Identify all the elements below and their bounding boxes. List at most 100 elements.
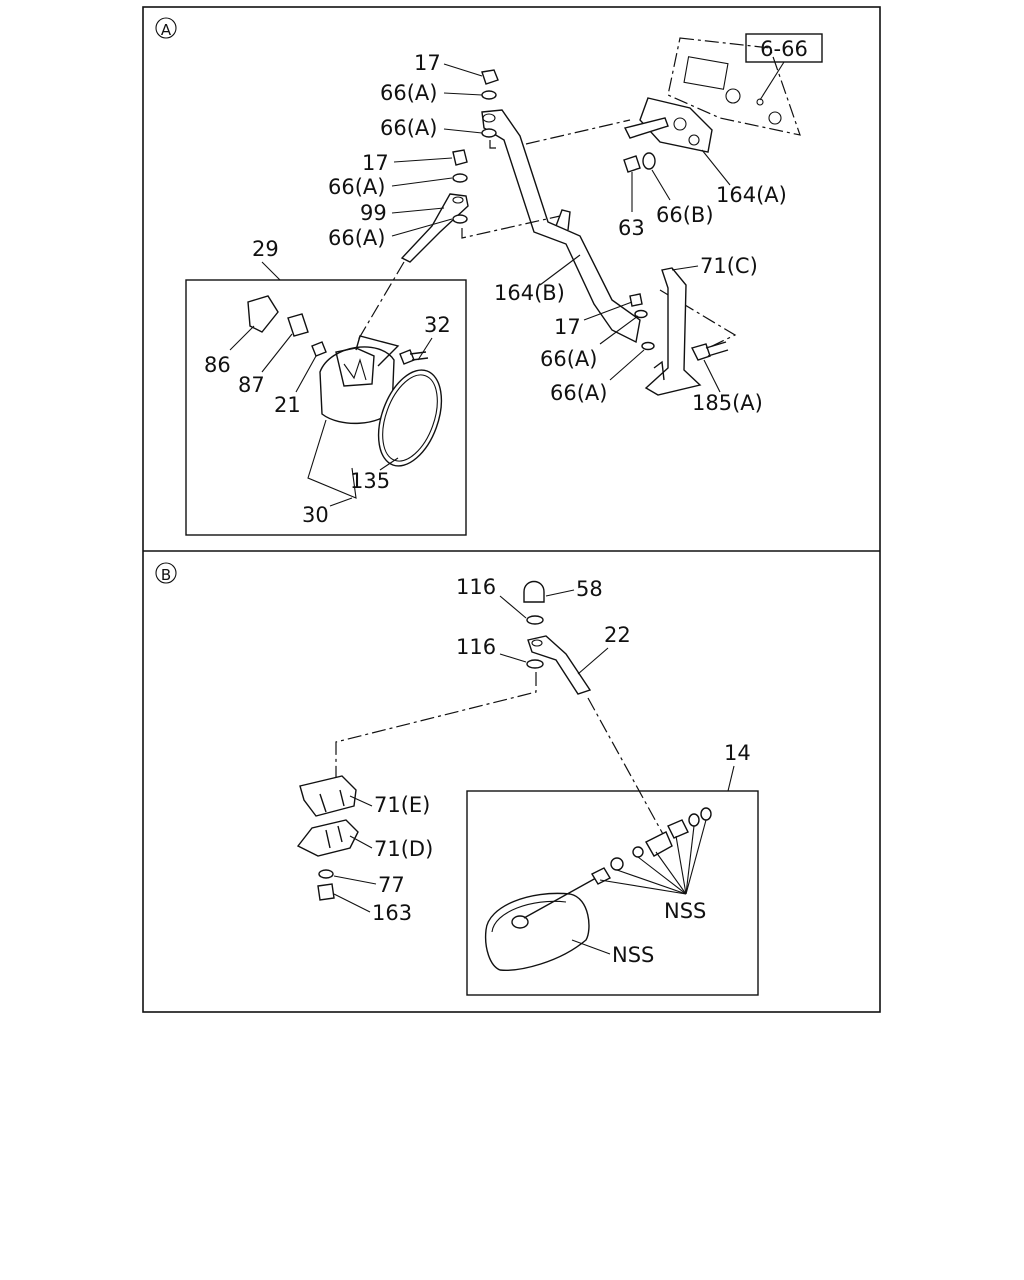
label-164a: 164(A) (716, 183, 787, 207)
leader (349, 795, 373, 807)
washer-116 (526, 615, 544, 625)
leader (539, 254, 581, 286)
leader (391, 218, 453, 237)
mirror-pivot (511, 915, 529, 929)
label-21: 21 (274, 393, 301, 417)
leader (571, 939, 611, 955)
stem-washer (700, 807, 712, 821)
leader (295, 355, 317, 393)
label-17-3: 17 (554, 315, 581, 339)
stud (623, 117, 669, 139)
stay-stud (555, 209, 571, 231)
arm-99 (400, 193, 469, 263)
label-66a-5: 66(A) (540, 347, 597, 371)
stay-hole (482, 113, 496, 123)
label-63: 63 (618, 216, 645, 240)
leader (499, 653, 527, 663)
label-116-1: 116 (456, 575, 496, 599)
leader (609, 349, 645, 381)
leader (727, 765, 735, 792)
arm-link (355, 335, 400, 367)
assembly-line (587, 697, 665, 837)
leader (391, 207, 445, 214)
mirror-edge (491, 900, 567, 933)
assembly-line (357, 261, 405, 341)
stay-164b (481, 109, 641, 344)
section-a-marker: A (161, 21, 172, 39)
label-6-66: 6-66 (760, 37, 808, 61)
leader (583, 301, 633, 321)
mirror-mount (335, 347, 375, 387)
section-a-marker-circle (155, 17, 177, 39)
leader (443, 128, 483, 134)
bracket-studs (319, 789, 345, 813)
bolt-head (690, 343, 711, 361)
label-14: 14 (724, 741, 751, 765)
leader (261, 333, 293, 373)
label-71d: 71(D) (374, 837, 433, 861)
washer-66a (481, 90, 497, 100)
bracket-hole (673, 117, 687, 131)
glass-135 (377, 369, 443, 467)
label-58: 58 (576, 577, 603, 601)
nut-21 (311, 341, 327, 357)
stem-washer (688, 813, 700, 827)
leader (545, 589, 575, 597)
leader (379, 457, 399, 471)
label-nss-1: NSS (664, 899, 706, 923)
bracket-studs (325, 825, 343, 849)
stem-nut (591, 867, 611, 885)
label-66a-4: 66(A) (328, 226, 385, 250)
nss-leader-fan (599, 819, 707, 895)
label-29: 29 (252, 237, 279, 261)
label-66b: 66(B) (656, 203, 714, 227)
label-66a-6: 66(A) (550, 381, 607, 405)
washer-66a (452, 173, 468, 183)
label-30: 30 (302, 503, 329, 527)
bracket-71e (299, 775, 357, 817)
leader (599, 315, 639, 345)
label-32: 32 (424, 313, 451, 337)
reference-plate-outline (667, 37, 801, 136)
washer-66a (481, 128, 497, 138)
leader (329, 497, 353, 507)
washer-66a (634, 309, 648, 319)
nut-163 (317, 883, 335, 901)
label-71e: 71(E) (374, 793, 430, 817)
assembly-line (461, 215, 561, 239)
bracket-stud (653, 360, 665, 381)
arm-hole (452, 196, 464, 204)
label-66a-1: 66(A) (380, 81, 437, 105)
label-116-2: 116 (456, 635, 496, 659)
stem-collar (667, 819, 689, 839)
leader (577, 647, 609, 675)
mirror-head (484, 892, 590, 971)
assembly-line (489, 140, 498, 149)
bracket-164a (639, 97, 713, 153)
section-a: A 6-66 164(A) 63 66(B) 164(B) 99 (155, 17, 823, 536)
screw-head (399, 349, 415, 365)
stem-washer (610, 857, 624, 871)
leader (391, 177, 453, 187)
label-17-2: 17 (362, 151, 389, 175)
plate-hole (768, 111, 782, 125)
stem-washer (632, 846, 644, 858)
leader (417, 337, 433, 361)
cap-nut-58 (523, 580, 545, 603)
nut-17 (452, 149, 468, 166)
label-87: 87 (238, 373, 265, 397)
label-71c: 71(C) (700, 254, 758, 278)
section-b-marker: B (161, 566, 171, 584)
leader (443, 92, 483, 96)
plate-hole (725, 88, 741, 104)
outer-frame (142, 6, 881, 1013)
inset-14 (466, 790, 759, 996)
nut-17 (481, 69, 499, 85)
group-leader (307, 419, 357, 499)
mirror-mount-detail (343, 358, 367, 381)
stem-bushing (645, 831, 673, 857)
leader (333, 875, 377, 885)
washer-66a (641, 341, 655, 351)
leader (703, 359, 721, 393)
